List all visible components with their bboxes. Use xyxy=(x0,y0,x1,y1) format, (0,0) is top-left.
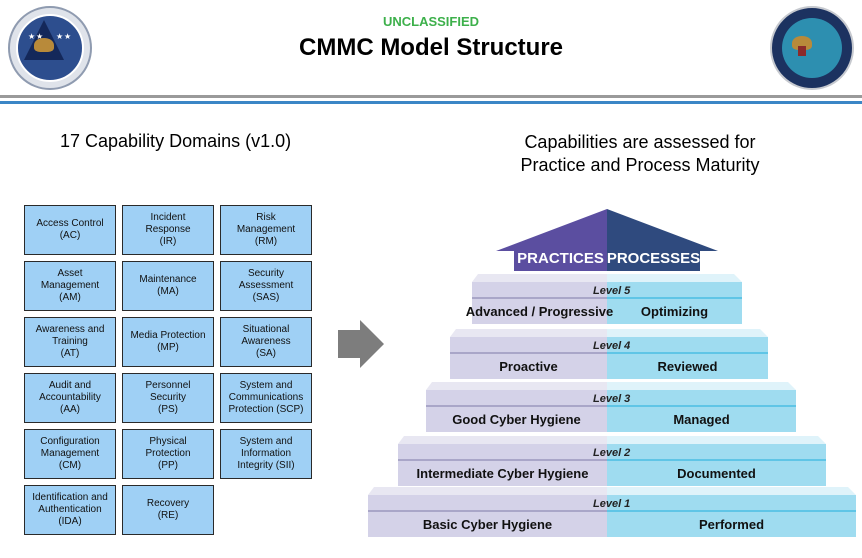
domain-box: Maintenance (MA) xyxy=(122,261,214,311)
practice-label: Proactive xyxy=(499,359,558,374)
step-tread-practice xyxy=(398,436,607,444)
step-tread-practice xyxy=(426,382,607,390)
pyramid-graphic: Level 5 Advanced / Progressive OptimizingL… xyxy=(368,209,856,537)
process-label: Documented xyxy=(677,466,756,481)
header-divider-gray xyxy=(0,95,862,98)
step-tread-practice xyxy=(450,329,607,337)
page-title: CMMC Model Structure xyxy=(299,34,563,61)
classification-banner: UNCLASSIFIED xyxy=(382,14,480,29)
header-divider-blue xyxy=(0,101,862,104)
practice-label: Advanced / Progressive xyxy=(466,304,613,319)
step-process xyxy=(607,390,796,432)
level-label: Level 3 xyxy=(593,393,630,405)
step-practice xyxy=(368,495,607,537)
step-process xyxy=(607,444,826,486)
osd-seal-logo: ★★ ★★ xyxy=(8,6,92,90)
domain-box: Media Protection (MP) xyxy=(122,317,214,367)
level-label: Level 4 xyxy=(593,340,630,352)
domain-box: Incident Response (IR) xyxy=(122,205,214,255)
right-arrow-icon xyxy=(338,320,384,368)
practice-label: Intermediate Cyber Hygiene xyxy=(417,466,589,481)
domain-box: Configuration Management (CM) xyxy=(24,429,116,479)
process-label: Performed xyxy=(699,517,764,532)
roof-practices xyxy=(496,209,607,271)
step-process xyxy=(607,495,856,537)
step-tread-process xyxy=(607,329,768,337)
domain-box: Recovery (RE) xyxy=(122,485,214,535)
step-process xyxy=(607,337,768,379)
domain-box: Personnel Security (PS) xyxy=(122,373,214,423)
step-process xyxy=(607,282,742,324)
domain-box: Access Control (AC) xyxy=(24,205,116,255)
domain-box: System and Information Integrity (SII) xyxy=(220,429,312,479)
level-label: Level 5 xyxy=(593,285,631,297)
step-practice xyxy=(472,282,607,324)
process-label: Managed xyxy=(673,412,729,427)
step-tread-process xyxy=(607,382,796,390)
domains-heading: 17 Capability Domains (v1.0) xyxy=(60,131,292,151)
practices-label: PRACTICES xyxy=(517,250,604,267)
domain-box: Situational Awareness (SA) xyxy=(220,317,312,367)
step-practice xyxy=(426,390,607,432)
domain-box: Risk Management (RM) xyxy=(220,205,312,255)
step-tread-process xyxy=(607,274,742,282)
processes-label: PROCESSES xyxy=(607,250,700,267)
domain-box: Security Assessment (SAS) xyxy=(220,261,312,311)
step-tread-process xyxy=(607,487,856,495)
process-label: Reviewed xyxy=(658,359,718,374)
step-tread-practice xyxy=(368,487,607,495)
level-label: Level 2 xyxy=(593,447,630,459)
domain-box: Audit and Accountability (AA) xyxy=(24,373,116,423)
dod-seal-logo xyxy=(770,6,854,90)
step-tread-process xyxy=(607,436,826,444)
domain-box: System and Communications Protection (SC… xyxy=(220,373,312,423)
step-practice xyxy=(398,444,607,486)
step-tread-practice xyxy=(472,274,607,282)
process-label: Optimizing xyxy=(641,304,708,319)
maturity-heading: Capabilities are assessed for Practice a… xyxy=(520,132,760,175)
practice-label: Basic Cyber Hygiene xyxy=(423,517,552,532)
domain-box: Asset Management (AM) xyxy=(24,261,116,311)
roof-processes xyxy=(607,209,718,271)
practice-label: Good Cyber Hygiene xyxy=(452,412,581,427)
level-label: Level 1 xyxy=(593,498,630,510)
step-practice xyxy=(450,337,607,379)
domain-box: Physical Protection (PP) xyxy=(122,429,214,479)
domain-box: Identification and Authentication (IDA) xyxy=(24,485,116,535)
domain-box: Awareness and Training (AT) xyxy=(24,317,116,367)
